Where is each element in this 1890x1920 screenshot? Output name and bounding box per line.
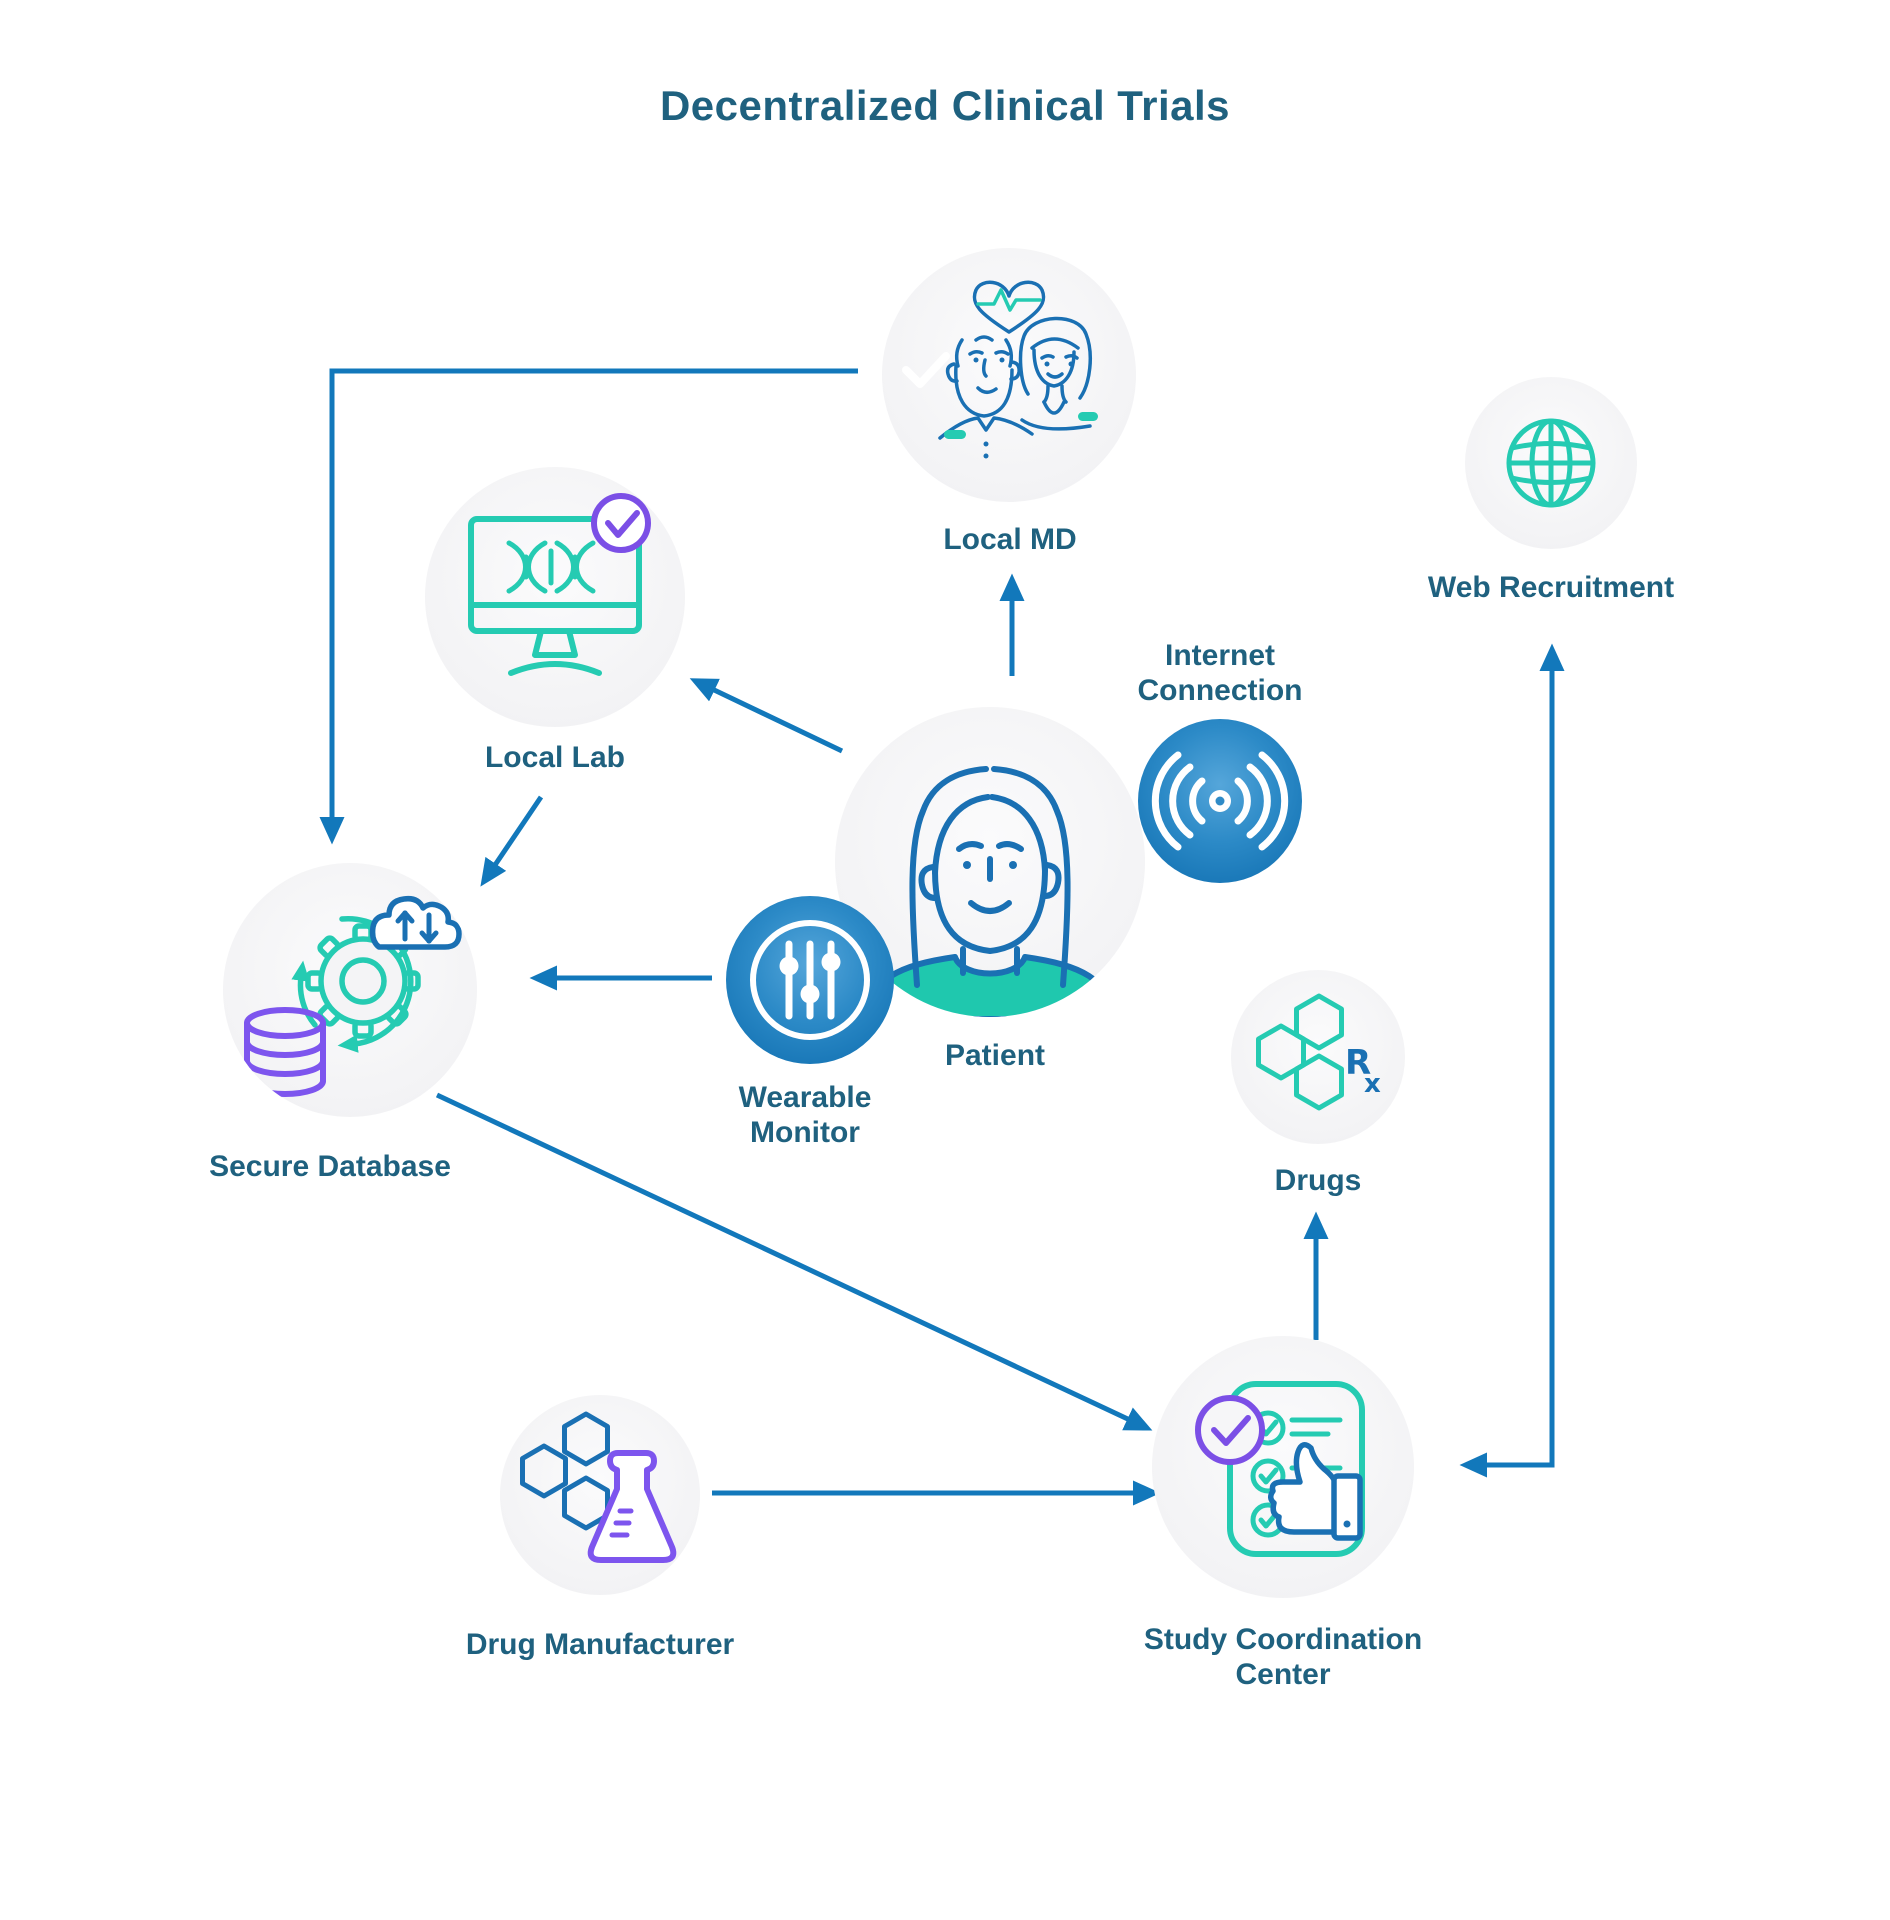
node-local-lab: [425, 467, 685, 727]
label-drugs: Drugs: [1274, 1164, 1362, 1197]
node-study-coordination-center: [1152, 1336, 1414, 1598]
node-wearable-monitor: [726, 896, 894, 1064]
database-gear-cloud-sync-icon: [244, 895, 462, 1097]
sliders-icon: [750, 920, 870, 1040]
label-web-recruitment: Web Recruitment: [1427, 571, 1675, 604]
label-local-lab: Local Lab: [484, 741, 626, 774]
monitor-dna-check-icon: [468, 493, 651, 676]
woman-face-icon: [860, 766, 1120, 1017]
hexagons-flask-icon: [520, 1411, 677, 1563]
svg-text:x: x: [1364, 1069, 1381, 1099]
arrow-locallab-to-securedb: [480, 795, 544, 887]
wireless-signal-icon: [1151, 751, 1289, 851]
label-patient: Patient: [944, 1039, 1046, 1072]
node-web-recruitment: [1465, 377, 1637, 549]
arrow-securedb-to-studycenter: [435, 1092, 1153, 1431]
arrow-studycenter-webrecruitment: [1459, 643, 1565, 1478]
node-internet-connection: [1138, 719, 1302, 883]
arrow-patient-to-locallab: [689, 678, 844, 754]
node-drugs: R x: [1231, 970, 1405, 1144]
svg-text:R: R: [1345, 1043, 1371, 1083]
label-local-md: Local MD: [943, 523, 1077, 556]
globe-icon: [1506, 418, 1596, 508]
label-study-coordination-center: Study Coordination Center: [1143, 1623, 1423, 1692]
arrow-localmd-to-securedb: [319, 368, 858, 845]
label-wearable-monitor: Wearable Monitor: [738, 1081, 872, 1150]
hexagons-rx-icon: R x: [1256, 993, 1381, 1111]
page-title: Decentralized Clinical Trials: [659, 82, 1231, 129]
label-drug-manufacturer: Drug Manufacturer: [465, 1628, 735, 1661]
checklist-thumbs-up-icon: [1195, 1381, 1365, 1557]
node-secure-database: [223, 863, 477, 1117]
label-internet-connection: Internet Connection: [1137, 639, 1303, 708]
label-secure-database: Secure Database: [209, 1150, 451, 1183]
node-local-md: [882, 248, 1136, 502]
elderly-couple-heart-icon: [902, 280, 1098, 459]
node-drug-manufacturer: [500, 1395, 700, 1595]
